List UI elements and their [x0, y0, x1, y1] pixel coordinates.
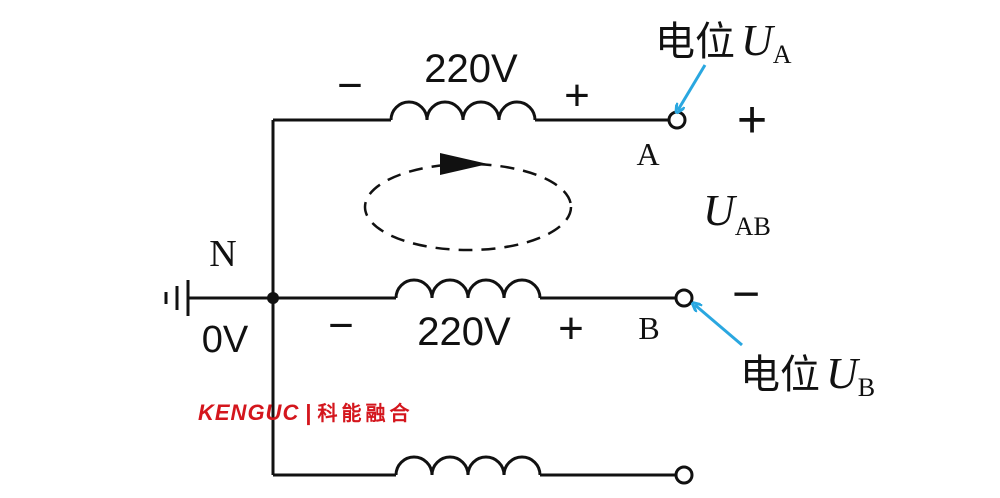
- potential-a-symbol: U: [741, 16, 776, 65]
- loop-arrow-icon: [440, 153, 488, 175]
- brand-name: KENGUC: [198, 400, 299, 425]
- coil-a-minus: −: [337, 61, 363, 110]
- coil-b: [394, 278, 542, 299]
- coil-c: [394, 455, 542, 476]
- potential-a-prefix: 电位: [655, 20, 735, 64]
- neutral-label: N: [209, 233, 236, 275]
- terminal-a-label: A: [636, 136, 659, 172]
- terminal-b-label: B: [638, 310, 659, 346]
- wires: [164, 100, 675, 477]
- terminal-c-icon: [674, 465, 694, 485]
- potential-a-subscript: A: [773, 40, 792, 69]
- coil-b-minus: −: [328, 301, 354, 350]
- brand-name-cn: 科能融合: [318, 401, 414, 425]
- voltage-ab-symbol: U: [703, 186, 738, 235]
- terminal-a-icon: [667, 110, 687, 130]
- terminal-b-icon: [674, 288, 694, 308]
- pointer-a-icon: [678, 64, 707, 110]
- voltage-ab-subscript: AB: [735, 212, 771, 241]
- voltage-ab-plus: +: [737, 91, 767, 149]
- junction-dot: [267, 292, 279, 304]
- voltage-ab-label: UAB: [703, 186, 771, 241]
- potential-b-prefix: 电位: [740, 353, 820, 397]
- coil-a-plus: +: [564, 71, 590, 120]
- brand-watermark: KENGUC| 科能融合: [198, 400, 414, 425]
- brand-separator: |: [305, 400, 311, 425]
- coil-a-voltage: 220V: [424, 47, 518, 91]
- loop-ellipse: [363, 162, 573, 252]
- pointer-b-icon: [695, 305, 743, 347]
- neutral-potential: 0V: [202, 319, 249, 361]
- potential-b-symbol: U: [826, 349, 861, 398]
- coil-b-voltage: 220V: [417, 310, 511, 354]
- coil-a: [389, 100, 537, 121]
- coil-b-plus: +: [558, 304, 584, 353]
- voltage-ab-minus: −: [732, 268, 760, 321]
- potential-b-subscript: B: [858, 373, 875, 402]
